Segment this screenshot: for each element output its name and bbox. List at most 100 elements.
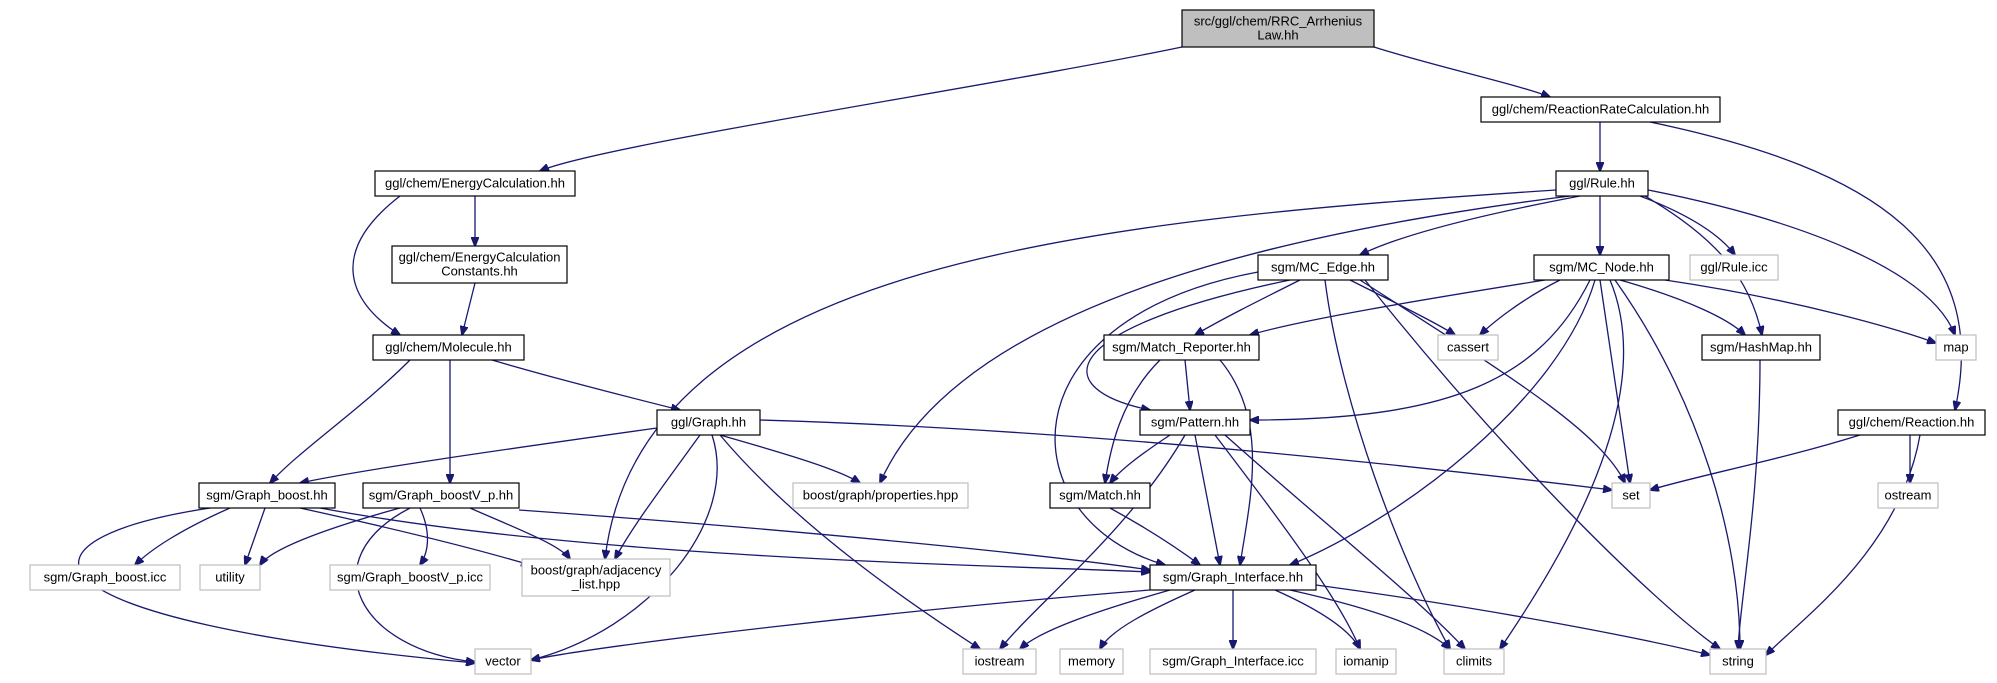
dependency-edges xyxy=(77,46,1963,663)
node-molecule[interactable]: ggl/chem/Molecule.hh xyxy=(372,334,525,361)
node-label: sgm/Match.hh xyxy=(1059,488,1141,503)
node-label: set xyxy=(1622,488,1640,503)
node-box xyxy=(1103,334,1260,361)
node-graphboostv[interactable]: sgm/Graph_boostV_p.hh xyxy=(362,482,520,509)
node-mcnode[interactable]: sgm/MC_Node.hh xyxy=(1533,254,1670,281)
node-label: ggl/chem/EnergyCalculation.hh xyxy=(385,176,565,191)
node-box xyxy=(1437,334,1499,361)
node-label: boost/graph/adjacency xyxy=(531,563,662,578)
edge-graphinterface-to-iostream xyxy=(1020,589,1171,649)
node-rule[interactable]: ggl/Rule.hh xyxy=(1555,170,1649,197)
edge-graphboostv-to-graphinterface xyxy=(518,509,1150,570)
node-label: sgm/Match_Reporter.hh xyxy=(1112,340,1251,355)
node-box xyxy=(792,482,969,509)
node-label: sgm/HashMap.hh xyxy=(1710,340,1812,355)
edge-pattern-to-iomanip xyxy=(1214,434,1360,649)
node-box xyxy=(1335,648,1397,675)
node-box xyxy=(374,170,576,197)
edge-graphboost-to-adjacency xyxy=(299,507,530,565)
node-hashmap[interactable]: sgm/HashMap.hh xyxy=(1701,334,1821,361)
edge-mcnode-to-climits xyxy=(1500,279,1625,649)
node-memory: memory xyxy=(1059,648,1124,675)
node-box xyxy=(372,334,525,361)
node-box xyxy=(1689,254,1779,281)
edge-mcedge-to-string xyxy=(1364,279,1720,649)
node-properties: boost/graph/properties.hpp xyxy=(792,482,969,509)
edge-molecule-to-graph xyxy=(491,359,680,410)
node-label: vector xyxy=(485,654,521,669)
edge-root-to-energycalc xyxy=(540,46,1183,171)
edge-rule-to-adjacency xyxy=(605,189,1557,559)
node-label: boost/graph/properties.hpp xyxy=(803,488,958,503)
node-graph[interactable]: ggl/Graph.hh xyxy=(656,409,761,436)
node-label: sgm/Graph_Interface.hh xyxy=(1163,570,1303,585)
edge-rule-to-properties xyxy=(880,195,1571,483)
node-box xyxy=(362,482,520,509)
node-box xyxy=(1935,334,1977,361)
edge-graphboost-to-graphinterface xyxy=(319,507,1150,572)
edge-rule-to-map xyxy=(1647,189,1955,335)
edge-graphinterface-to-climits xyxy=(1289,589,1450,649)
node-label: ggl/Rule.hh xyxy=(1569,176,1635,191)
edge-mcedge-to-set xyxy=(1359,279,1625,483)
edge-graphboostv-to-graphboostvicc xyxy=(420,507,428,565)
node-box xyxy=(1837,409,1986,436)
edge-matchrep-to-pattern xyxy=(1184,359,1190,410)
node-box xyxy=(474,648,532,675)
node-label: ggl/chem/Molecule.hh xyxy=(385,340,511,355)
node-label: climits xyxy=(1456,654,1493,669)
node-rrc[interactable]: ggl/chem/ReactionRateCalculation.hh xyxy=(1480,96,1721,123)
node-box xyxy=(329,564,491,591)
edge-mcnode-to-hashmap xyxy=(1619,279,1745,335)
node-label: ggl/chem/ReactionRateCalculation.hh xyxy=(1492,102,1710,117)
edge-graphboostv-to-adjacency xyxy=(469,507,570,559)
node-ostream: ostream xyxy=(1877,482,1939,509)
node-pattern[interactable]: sgm/Pattern.hh xyxy=(1139,409,1251,436)
edge-graph-to-iostream xyxy=(719,434,980,649)
node-reaction[interactable]: ggl/chem/Reaction.hh xyxy=(1837,409,1986,436)
node-adjacency: boost/graph/adjacency_list.hpp xyxy=(521,558,671,597)
node-box xyxy=(1877,482,1939,509)
node-label: map xyxy=(1943,340,1968,355)
node-climits: climits xyxy=(1443,648,1505,675)
edge-match-to-graphinterface xyxy=(1109,507,1200,565)
edge-mcnode-to-pattern xyxy=(1250,279,1591,420)
node-label: src/ggl/chem/RRC_Arrhenius xyxy=(1194,14,1363,29)
node-graphboost[interactable]: sgm/Graph_boost.hh xyxy=(198,482,336,509)
node-matchrep[interactable]: sgm/Match_Reporter.hh xyxy=(1103,334,1260,361)
node-box xyxy=(1059,648,1124,675)
node-string: string xyxy=(1709,648,1767,675)
node-label: ggl/Rule.icc xyxy=(1700,260,1768,275)
node-graphboosticc: sgm/Graph_boost.icc xyxy=(29,564,181,591)
edge-mcedge-to-pattern xyxy=(1086,279,1291,410)
node-label: memory xyxy=(1068,654,1115,669)
node-energycalc[interactable]: ggl/chem/EnergyCalculation.hh xyxy=(374,170,576,197)
edge-molecule-to-graphboost xyxy=(270,359,411,483)
edge-energycalc-to-molecule xyxy=(352,195,400,335)
node-label: sgm/Graph_boostV_p.icc xyxy=(337,570,483,585)
node-graphboostvicc: sgm/Graph_boostV_p.icc xyxy=(329,564,491,591)
edge-graph-to-properties xyxy=(719,434,860,483)
node-match[interactable]: sgm/Match.hh xyxy=(1049,482,1151,509)
edge-mcnode-to-set xyxy=(1599,279,1630,483)
node-set: set xyxy=(1611,482,1651,509)
node-label: ggl/chem/EnergyCalculation xyxy=(399,250,561,265)
edge-mcnode-to-cassert xyxy=(1480,279,1561,335)
edge-hashmap-to-string xyxy=(1738,359,1761,649)
node-label: sgm/Graph_boost.icc xyxy=(44,570,167,585)
node-box xyxy=(1049,482,1151,509)
node-label: string xyxy=(1722,654,1754,669)
edge-graph-to-set xyxy=(759,419,1612,490)
edge-mcnode-to-string xyxy=(1614,279,1740,649)
edge-graphinterface-to-string xyxy=(1315,584,1710,655)
node-ruleicc: ggl/Rule.icc xyxy=(1689,254,1779,281)
node-label: ggl/chem/Reaction.hh xyxy=(1849,415,1975,430)
edge-graphinterface-to-memory xyxy=(1100,589,1196,649)
node-mcedge[interactable]: sgm/MC_Edge.hh xyxy=(1257,254,1389,281)
node-box xyxy=(1709,648,1767,675)
node-giicc: sgm/Graph_Interface.icc xyxy=(1149,648,1317,675)
edge-pattern-to-iostream xyxy=(1000,434,1186,649)
node-graphinterface[interactable]: sgm/Graph_Interface.hh xyxy=(1149,564,1317,591)
